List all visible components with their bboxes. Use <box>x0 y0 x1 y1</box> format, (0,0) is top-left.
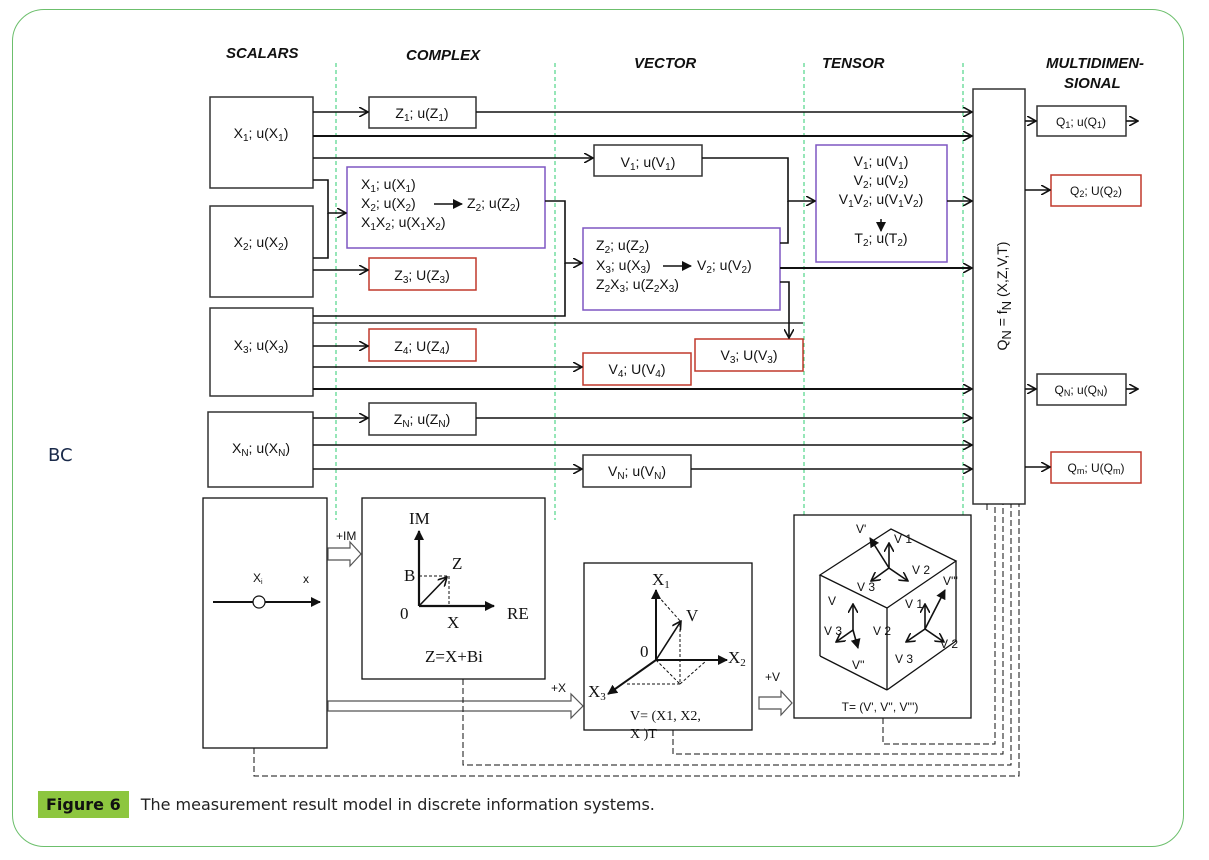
complex-x-label: X <box>447 613 459 632</box>
transition-x-label: +X <box>551 681 566 695</box>
complex-label-z3: Z3; U(Z3) <box>394 267 449 286</box>
header-multidimensional-2: SIONAL <box>1064 75 1121 92</box>
tensor-result: T2; u(T2) <box>854 230 907 249</box>
transition-v-label: +V <box>765 670 780 684</box>
scalar-box-x2 <box>209 205 314 298</box>
complex-formula: Z=X+Bi <box>425 647 483 666</box>
complex-label-z1: Z1; u(Z1) <box>395 105 448 124</box>
feedback-lines <box>253 504 1020 777</box>
tensor-vectors <box>836 537 946 649</box>
vector-label-v3: V3; U(V3) <box>720 347 777 366</box>
svg-text:V 3: V 3 <box>895 652 913 666</box>
transition-im-arrow <box>327 540 362 568</box>
tensor-v-double-prime-label: V'' <box>852 658 865 672</box>
function-label: QN = fN (X,Z,V,T) <box>994 242 1014 351</box>
svg-text:V 2: V 2 <box>940 637 958 651</box>
vector-box-v1 <box>593 144 703 177</box>
complex-b-label: B <box>404 566 415 585</box>
vector-box-v3 <box>694 338 804 372</box>
complex-box-zn <box>368 402 477 436</box>
svg-text:V 2: V 2 <box>912 563 930 577</box>
complex-combo-result: Z2; u(Z2) <box>467 195 520 214</box>
complex-z-label: Z <box>452 554 462 573</box>
tensor-v-prime-label: V' <box>856 522 866 536</box>
tensor-formula: T= (V', V'', V''') <box>842 700 919 714</box>
output-box-q2 <box>1050 174 1142 207</box>
svg-text:V 1: V 1 <box>905 597 923 611</box>
svg-text:V 2: V 2 <box>873 624 891 638</box>
complex-im-label: IM <box>409 509 430 528</box>
vector-origin-label: 0 <box>640 642 649 661</box>
complex-box-z3 <box>368 257 477 291</box>
vector-label-v4: V4; U(V4) <box>608 361 665 380</box>
complex-origin-label: 0 <box>400 604 409 623</box>
vector-combo-line-1: Z2; u(Z2) <box>596 237 649 256</box>
vector-illustration-panel <box>583 562 753 731</box>
tensor-illustration-panel <box>793 514 972 719</box>
vector-box-v4 <box>582 352 692 386</box>
scalar-axis <box>213 595 321 609</box>
transition-x-arrow <box>327 692 584 720</box>
tensor-combo-box <box>815 144 948 263</box>
vector-formula-line-2: X )T <box>630 727 657 742</box>
scalar-box-x3 <box>209 307 314 397</box>
figure-caption-text: The measurement result model in discrete… <box>140 794 655 814</box>
figure-frame <box>12 9 1184 847</box>
vector-box-vn <box>582 454 692 488</box>
header-vector: VECTOR <box>634 55 696 72</box>
complex-box-z4 <box>368 328 477 362</box>
scalar-box-x1 <box>209 96 314 189</box>
tensor-v-triple-prime-label: V''' <box>943 574 958 588</box>
output-box-qm <box>1050 451 1142 484</box>
figure-caption: Figure 6 The measurement result model in… <box>38 790 655 818</box>
header-tensor: TENSOR <box>822 55 885 72</box>
header-scalars: SCALARS <box>226 45 299 62</box>
vector-formula-line-1: V= (X1, X2, <box>630 709 701 724</box>
output-box-qn <box>1036 373 1127 406</box>
scalar-box-xn <box>207 411 314 488</box>
complex-label-z4: Z4; U(Z4) <box>394 338 449 357</box>
transition-v-arrow <box>758 689 793 717</box>
vector-combo-box <box>582 227 781 311</box>
scalar-illustration-panel <box>202 497 328 749</box>
complex-combo-box <box>346 166 546 249</box>
svg-text:V 1: V 1 <box>894 532 912 546</box>
vector-axes <box>607 589 728 695</box>
tensor-cube <box>818 528 958 691</box>
svg-text:V 3: V 3 <box>857 580 875 594</box>
vector-v-label: V <box>686 606 699 625</box>
tensor-component-labels: V 1 V 2 V 3 V V 3 V 2 V 1 V 2 V 3 <box>824 532 958 666</box>
complex-illustration-panel <box>361 497 546 680</box>
output-box-q1 <box>1036 105 1127 137</box>
function-box <box>972 88 1026 505</box>
complex-combo-line-1: X1; u(X1) <box>361 176 416 195</box>
scalar-point-label: Xi <box>253 571 263 586</box>
scalar-axis-label: x <box>303 572 309 586</box>
transition-im-label: +IM <box>336 529 356 543</box>
complex-re-label: RE <box>507 604 529 623</box>
svg-text:V: V <box>828 594 836 608</box>
complex-plane-axes <box>414 530 495 611</box>
side-label: BC <box>48 445 73 466</box>
complex-box-z1 <box>368 96 477 129</box>
svg-text:V 3: V 3 <box>824 624 842 638</box>
figure-number-badge: Figure 6 <box>38 790 129 818</box>
header-multidimensional-1: MULTIDIMEN- <box>1046 55 1144 72</box>
header-complex: COMPLEX <box>406 47 481 64</box>
connector-arrows <box>313 112 1138 469</box>
